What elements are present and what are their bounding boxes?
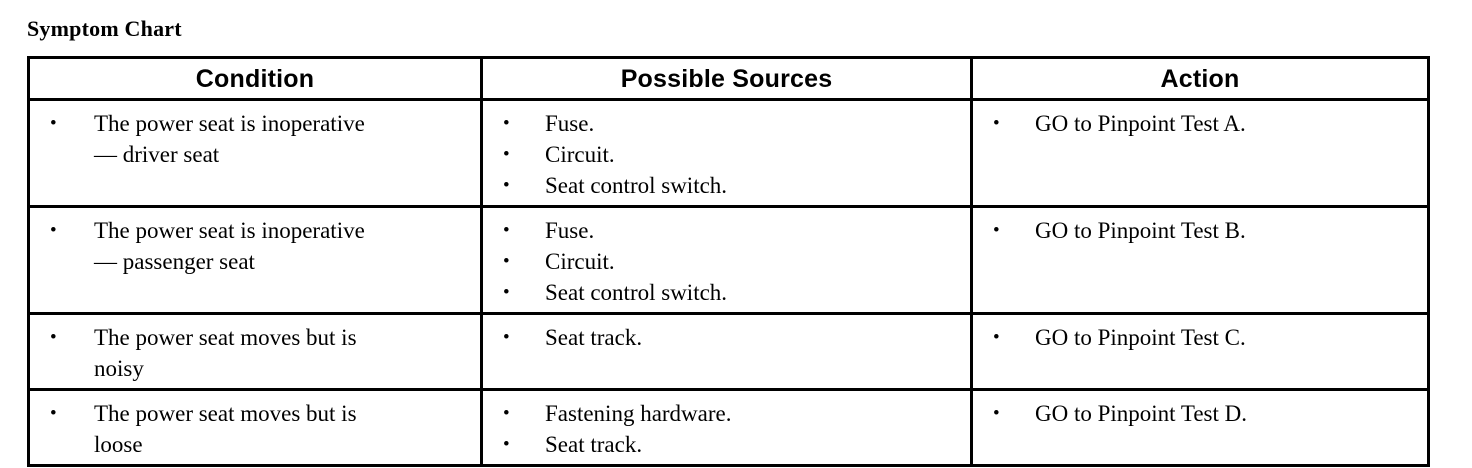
condition-bullet-list: The power seat moves but is loose [36, 398, 474, 460]
list-item: Fastening hardware. [489, 398, 964, 429]
list-item: The power seat is inoperative — driver s… [36, 108, 474, 170]
list-item: GO to Pinpoint Test D. [979, 398, 1421, 429]
condition-bullet-list: The power seat is inoperative — passenge… [36, 215, 474, 277]
list-item: Fuse. [489, 215, 964, 246]
cell-possible-sources: Fastening hardware. Seat track. [480, 388, 973, 466]
list-item: Fuse. [489, 108, 964, 139]
page-title: Symptom Chart [27, 16, 182, 41]
list-item: GO to Pinpoint Test B. [979, 215, 1421, 246]
condition-bullet-list: The power seat moves but is noisy [36, 322, 474, 384]
cell-condition: The power seat moves but is loose [27, 388, 483, 466]
table-row: The power seat moves but is noisy Seat t… [27, 312, 1430, 390]
cell-action: GO to Pinpoint Test C. [970, 312, 1430, 390]
cell-action: GO to Pinpoint Test D. [970, 388, 1430, 466]
list-item: Circuit. [489, 246, 964, 277]
list-item: GO to Pinpoint Test C. [979, 322, 1421, 353]
cell-possible-sources: Fuse. Circuit. Seat control switch. [480, 205, 973, 314]
list-item: The power seat is inoperative — passenge… [36, 215, 474, 277]
column-header-action: Action [970, 57, 1430, 101]
list-item: The power seat moves but is noisy [36, 322, 474, 384]
action-bullet-list: GO to Pinpoint Test C. [979, 322, 1421, 353]
condition-line-1: The power seat moves but is [94, 401, 357, 426]
action-bullet-list: GO to Pinpoint Test B. [979, 215, 1421, 246]
cell-possible-sources: Fuse. Circuit. Seat control switch. [480, 98, 973, 207]
list-item: The power seat moves but is loose [36, 398, 474, 460]
cell-condition: The power seat is inoperative — driver s… [27, 98, 483, 207]
column-header-possible-sources: Possible Sources [480, 57, 973, 101]
table-body: The power seat is inoperative — driver s… [27, 98, 1430, 466]
list-item: Seat control switch. [489, 277, 964, 308]
sources-bullet-list: Fastening hardware. Seat track. [489, 398, 964, 460]
condition-line-2: — passenger seat [94, 249, 255, 274]
list-item: Seat track. [489, 322, 964, 353]
action-bullet-list: GO to Pinpoint Test D. [979, 398, 1421, 429]
condition-line-2: — driver seat [94, 142, 220, 167]
cell-possible-sources: Seat track. [480, 312, 973, 390]
cell-condition: The power seat moves but is noisy [27, 312, 483, 390]
sources-bullet-list: Seat track. [489, 322, 964, 353]
condition-line-1: The power seat moves but is [94, 325, 357, 350]
condition-line-2: noisy [94, 356, 144, 381]
condition-line-1: The power seat is inoperative [94, 218, 365, 243]
sources-bullet-list: Fuse. Circuit. Seat control switch. [489, 215, 964, 308]
list-item: Circuit. [489, 139, 964, 170]
cell-condition: The power seat is inoperative — passenge… [27, 205, 483, 314]
condition-line-1: The power seat is inoperative [94, 111, 365, 136]
column-header-condition: Condition [27, 57, 483, 101]
table-row: The power seat is inoperative — passenge… [27, 205, 1430, 314]
table-header-row: Condition Possible Sources Action [27, 57, 1430, 101]
action-bullet-list: GO to Pinpoint Test A. [979, 108, 1421, 139]
cell-action: GO to Pinpoint Test A. [970, 98, 1430, 207]
symptom-table: Condition Possible Sources Action The po… [27, 56, 1430, 467]
sources-bullet-list: Fuse. Circuit. Seat control switch. [489, 108, 964, 201]
condition-bullet-list: The power seat is inoperative — driver s… [36, 108, 474, 170]
cell-action: GO to Pinpoint Test B. [970, 205, 1430, 314]
table-row: The power seat moves but is loose Fasten… [27, 388, 1430, 466]
list-item: Seat control switch. [489, 170, 964, 201]
list-item: GO to Pinpoint Test A. [979, 108, 1421, 139]
list-item: Seat track. [489, 429, 964, 460]
table-row: The power seat is inoperative — driver s… [27, 98, 1430, 207]
condition-line-2: loose [94, 432, 143, 457]
